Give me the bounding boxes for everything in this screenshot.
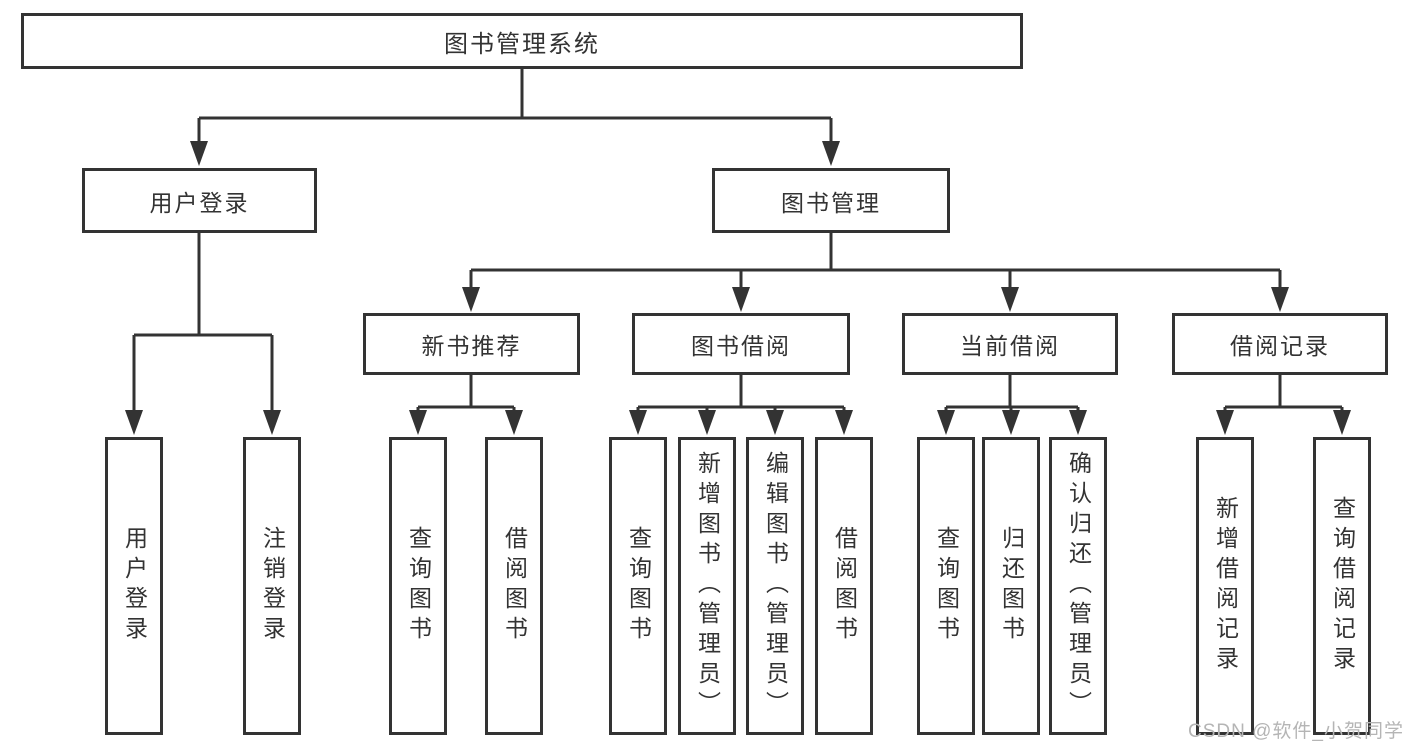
- leaf-login-logout: 注销登录: [243, 437, 301, 735]
- leaf-current-confirm-return-admin: 确认归还（管理员）: [1049, 437, 1107, 735]
- leaf-records-query-borrow-record: 查询借阅记录: [1313, 437, 1371, 735]
- node-current-borrow: 当前借阅: [902, 313, 1118, 375]
- leaf-borrow-add-book-admin: 新增图书（管理员）: [678, 437, 736, 735]
- csdn-watermark: CSDN @软件_小贺同学: [1188, 721, 1404, 742]
- leaf-borrow-query-book: 查询图书: [609, 437, 667, 735]
- node-new-book-recommend: 新书推荐: [363, 313, 580, 375]
- node-book-management: 图书管理: [712, 168, 950, 233]
- leaf-current-return-book: 归还图书: [982, 437, 1040, 735]
- leaf-login-user-login: 用户登录: [105, 437, 163, 735]
- leaf-borrow-edit-book-admin: 编辑图书（管理员）: [746, 437, 804, 735]
- leaf-recommend-query-book: 查询图书: [389, 437, 447, 735]
- node-borrow-records: 借阅记录: [1172, 313, 1388, 375]
- leaf-current-query-book: 查询图书: [917, 437, 975, 735]
- connector-path: [132, 69, 1344, 412]
- leaf-borrow-borrow-book: 借阅图书: [815, 437, 873, 735]
- leaf-records-add-borrow-record: 新增借阅记录: [1196, 437, 1254, 735]
- node-user-login: 用户登录: [82, 168, 317, 233]
- node-library-management-system: 图书管理系统: [21, 13, 1023, 69]
- node-book-borrow: 图书借阅: [632, 313, 850, 375]
- leaf-recommend-borrow-book: 借阅图书: [485, 437, 543, 735]
